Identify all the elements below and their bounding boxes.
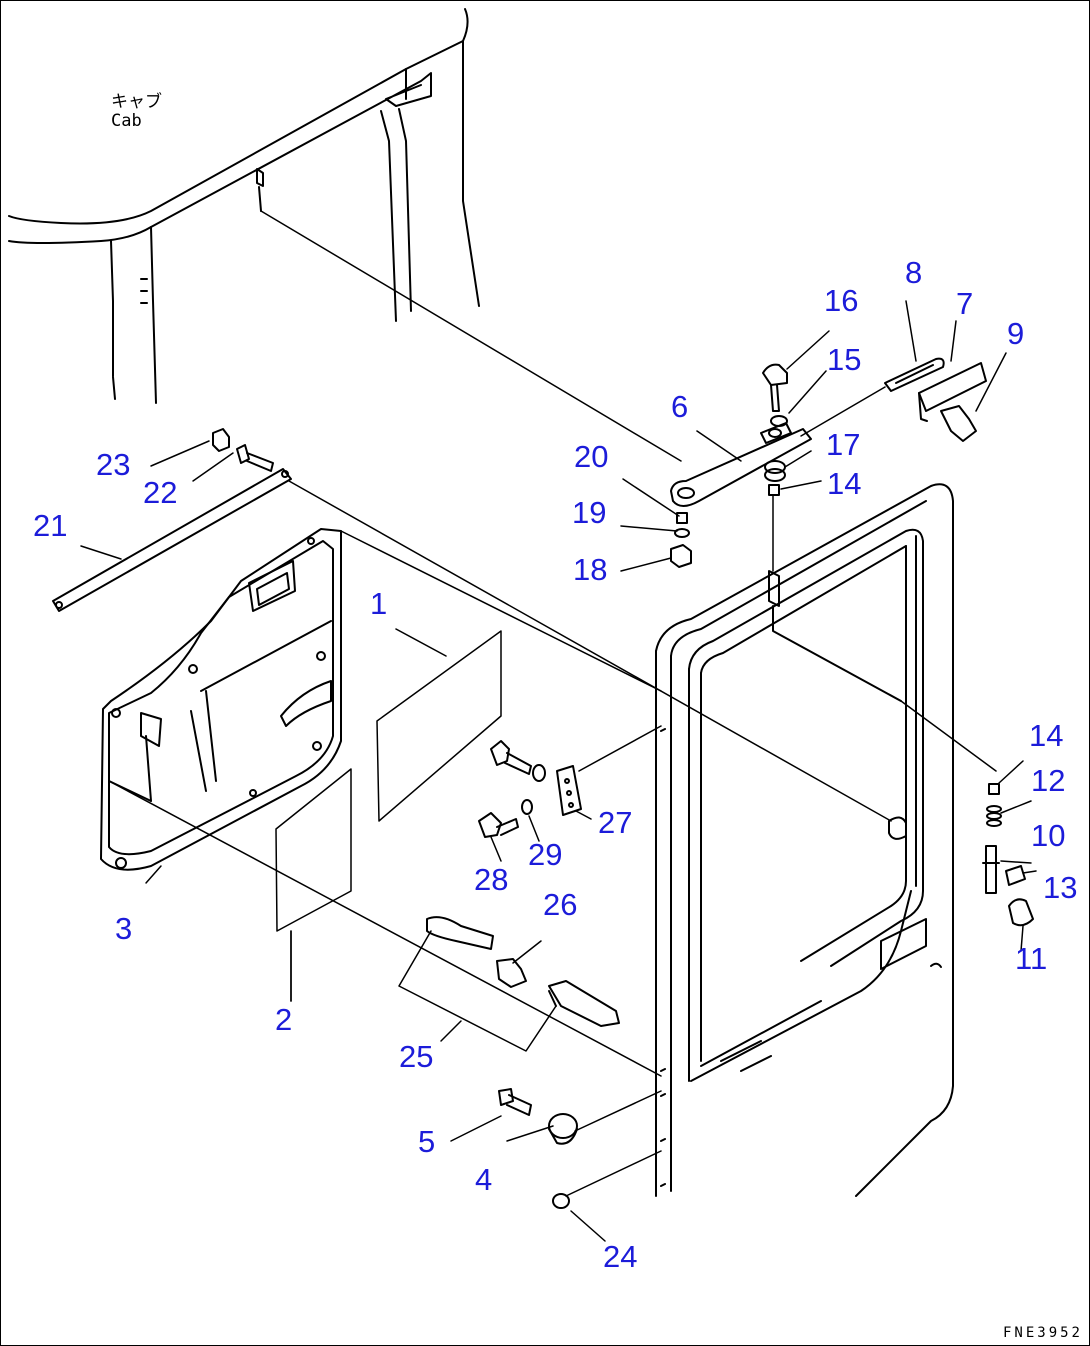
washer-17b: [765, 469, 785, 481]
part-label-13[interactable]: 13: [1043, 870, 1078, 905]
bolt-upper-27: [491, 741, 545, 781]
label-leaders: [81, 301, 1036, 1241]
drawing-code: FNE3952: [1002, 1325, 1083, 1341]
part-label-19[interactable]: 19: [572, 495, 607, 530]
washer-15: [771, 416, 787, 426]
part-label-14-lower[interactable]: 14: [1029, 718, 1064, 753]
part-label-15[interactable]: 15: [827, 342, 862, 377]
bushing-14: [769, 485, 779, 495]
part-label-16[interactable]: 16: [824, 283, 859, 318]
bolt-28: [479, 800, 532, 837]
part-label-18[interactable]: 18: [573, 552, 608, 587]
leader-cab-to-6: [261, 211, 681, 461]
part-label-21[interactable]: 21: [33, 508, 68, 543]
cab-label: キャブ Cab: [111, 93, 162, 130]
bolt-16: [763, 365, 787, 411]
part-label-12[interactable]: 12: [1031, 763, 1066, 798]
cab-frame: [9, 9, 479, 403]
leader-door-to-14: [901, 701, 996, 771]
part-label-4[interactable]: 4: [475, 1162, 493, 1197]
lower-sheet: [276, 769, 351, 931]
part-label-3[interactable]: 3: [115, 911, 133, 946]
part-label-10[interactable]: 10: [1031, 818, 1066, 853]
striker-bracket: [557, 726, 661, 815]
part-label-22[interactable]: 22: [143, 475, 178, 510]
part-label-2[interactable]: 2: [275, 1002, 293, 1037]
door-frame: [656, 484, 953, 1196]
part-label-20[interactable]: 20: [574, 439, 609, 474]
bushing-20: [677, 513, 687, 523]
part-label-9[interactable]: 9: [1007, 316, 1025, 351]
leader-3-to-door: [109, 781, 661, 1076]
part-label-8[interactable]: 8: [905, 255, 923, 290]
check-rod: [53, 469, 291, 611]
part-label-25[interactable]: 25: [399, 1039, 434, 1074]
door-inner-panel: [101, 529, 341, 870]
part-label-24[interactable]: 24: [603, 1239, 638, 1274]
part-label-5[interactable]: 5: [418, 1124, 436, 1159]
hinge-plates: [801, 359, 986, 441]
washer-19: [675, 529, 689, 537]
cab-label-japanese: キャブ: [111, 92, 162, 112]
lower-hardware: [499, 1089, 661, 1208]
door-handle-assembly: [399, 917, 619, 1051]
bolt-and-cap: [213, 429, 273, 471]
hinge-pin-assembly: [983, 784, 1033, 925]
part-label-1[interactable]: 1: [370, 586, 388, 621]
glass-sheet: [377, 631, 501, 821]
part-label-11[interactable]: 11: [1015, 941, 1048, 976]
part-label-28[interactable]: 28: [474, 862, 509, 897]
nut-18: [671, 545, 691, 567]
part-label-23[interactable]: 23: [96, 447, 131, 482]
part-label-26[interactable]: 26: [543, 887, 578, 922]
leader-21-to-door: [289, 481, 891, 821]
part-label-6[interactable]: 6: [671, 389, 689, 424]
leader-panel-to-door: [341, 531, 661, 691]
part-label-17[interactable]: 17: [826, 427, 861, 462]
part-label-29[interactable]: 29: [528, 837, 563, 872]
cab-label-english: Cab: [111, 110, 142, 131]
part-label-7[interactable]: 7: [956, 286, 974, 321]
part-label-27[interactable]: 27: [598, 805, 633, 840]
part-label-14-upper[interactable]: 14: [827, 466, 862, 501]
